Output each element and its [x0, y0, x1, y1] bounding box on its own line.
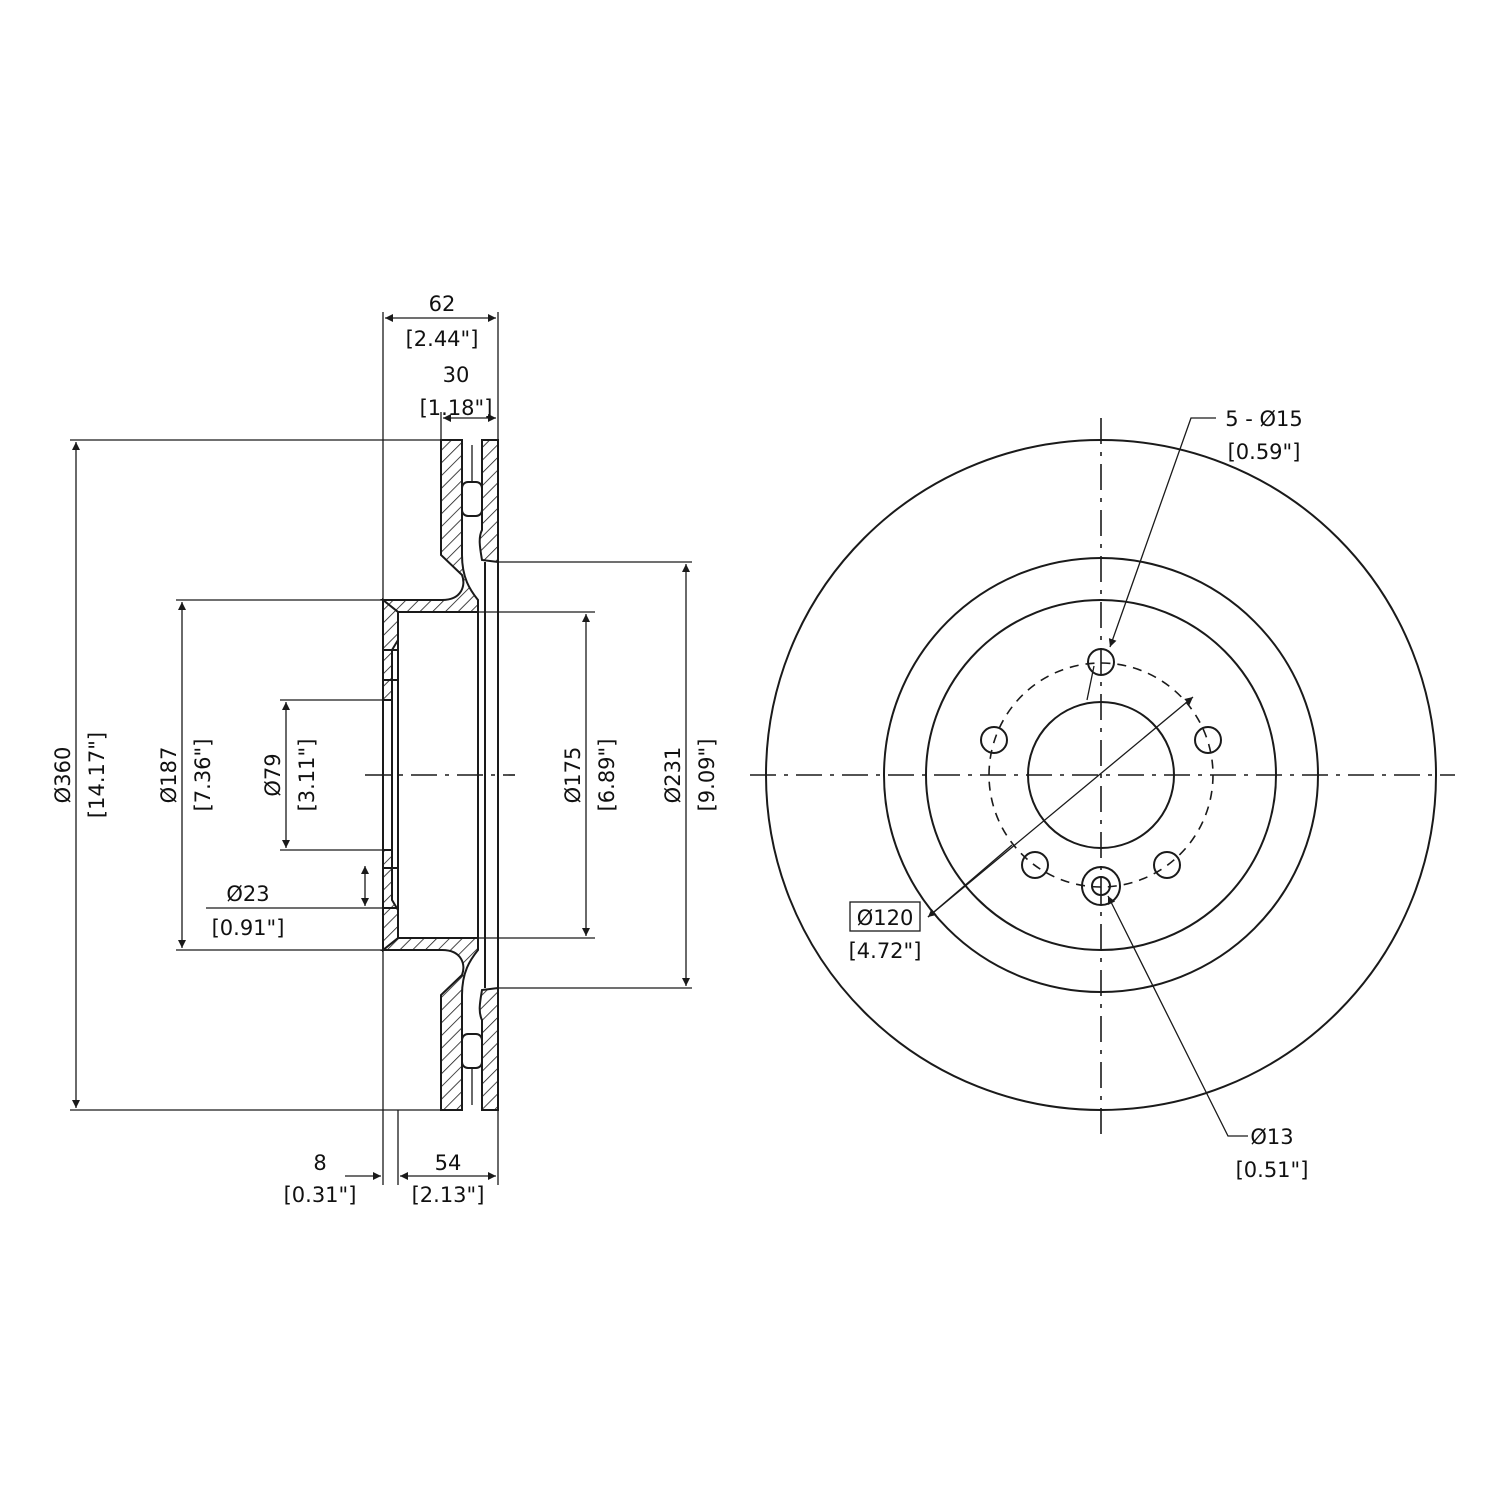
label-187-mm: Ø187 — [157, 747, 181, 804]
bolt-hole-2 — [1194, 726, 1222, 754]
label-bolt-circle-in: [4.72"] — [849, 939, 922, 963]
center-bore — [1027, 701, 1175, 849]
outer-flange-top — [380, 439, 479, 613]
label-360-in: [14.17"] — [85, 732, 109, 818]
bolt-hole-1 — [1087, 648, 1115, 676]
inner-plate-top — [478, 439, 499, 564]
label-bolt-holes-in: [0.59"] — [1228, 440, 1301, 464]
label-54-in: [2.13"] — [412, 1183, 485, 1207]
inner-plate-bottom — [478, 986, 499, 1111]
front-view: 5 - Ø15 [0.59"] Ø120 [4.72"] Ø13 [0.51"] — [750, 407, 1455, 1182]
label-79-mm: Ø79 — [261, 753, 285, 796]
label-23-mm: Ø23 — [226, 882, 269, 906]
hat-edge — [925, 599, 1277, 951]
bolt-circle-box — [849, 901, 921, 932]
label-79-in: [3.11"] — [295, 739, 319, 812]
leader-bolt-circle-inner — [927, 844, 1013, 918]
label-30-in: [1.18"] — [420, 396, 493, 420]
label-bolt-circle-mm: Ø120 — [857, 906, 914, 930]
label-54-mm: 54 — [435, 1151, 462, 1175]
label-231-mm: Ø231 — [661, 747, 685, 804]
label-30-mm: 30 — [443, 363, 470, 387]
label-62-in: [2.44"] — [406, 327, 479, 351]
label-360-mm: Ø360 — [51, 747, 75, 804]
bolt-holes — [980, 648, 1222, 879]
leader-small-hole — [1107, 895, 1248, 1137]
rotor-outer-edge — [765, 439, 1437, 1111]
vane-slot-bottom — [461, 1033, 483, 1069]
bolt-hole-4 — [1021, 851, 1049, 879]
hat-wall-lower — [382, 849, 399, 953]
vane-slot-top — [461, 481, 483, 517]
outer-flange-bottom — [380, 937, 479, 1111]
label-175-mm: Ø175 — [561, 747, 585, 804]
leader-bolt-holes — [1108, 417, 1216, 648]
label-small-hole-in: [0.51"] — [1236, 1158, 1309, 1182]
locator-hole-inner — [1091, 876, 1111, 896]
label-231-in: [9.09"] — [695, 739, 719, 812]
label-62-mm: 62 — [429, 292, 456, 316]
label-8-mm: 8 — [313, 1151, 326, 1175]
friction-inner-edge — [883, 557, 1319, 993]
bolt-hole-5 — [980, 726, 1008, 754]
label-175-in: [6.89"] — [595, 739, 619, 812]
label-8-in: [0.31"] — [284, 1183, 357, 1207]
locator-hole-outer — [1081, 866, 1121, 906]
bolt-circle — [988, 662, 1214, 888]
label-bolt-holes-mm: 5 - Ø15 — [1225, 407, 1303, 431]
label-23-in: [0.91"] — [212, 916, 285, 940]
leader-bolt-circle — [927, 696, 1194, 918]
leader-bolt-holes-tail — [1086, 665, 1095, 701]
side-section-view: 62 [2.44"] 30 [1.18"] Ø360 [14.17"] Ø187… — [51, 292, 719, 1207]
bolt-hole-3 — [1153, 851, 1181, 879]
label-187-in: [7.36"] — [191, 739, 215, 812]
label-small-hole-mm: Ø13 — [1250, 1125, 1293, 1149]
